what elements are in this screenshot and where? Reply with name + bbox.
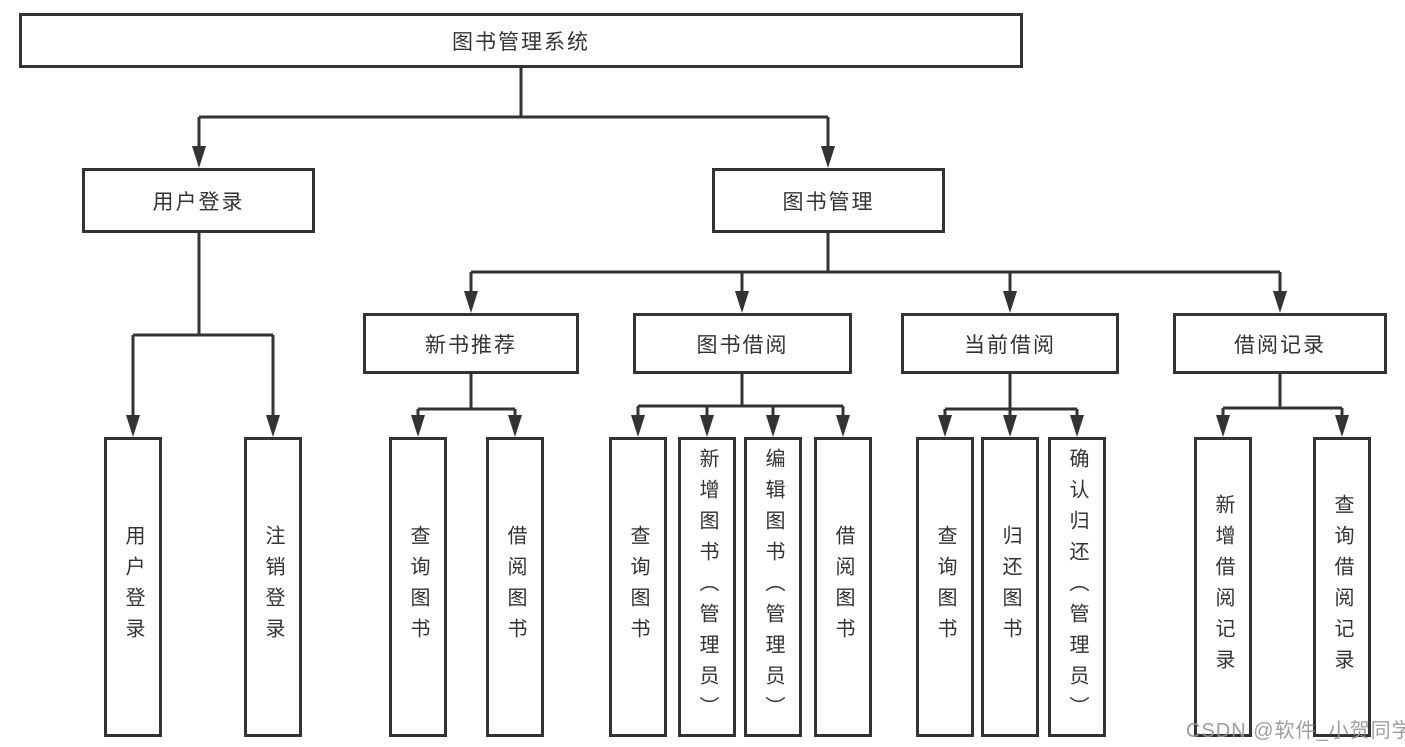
node-label: 新增图书（管理员） bbox=[696, 447, 718, 727]
node-borrow-records: 借阅记录 bbox=[1173, 313, 1387, 374]
leaf-logout: 注销登录 bbox=[244, 437, 302, 737]
leaf-query-borrow-record: 查询借阅记录 bbox=[1313, 437, 1371, 737]
leaf-user-login: 用户登录 bbox=[104, 437, 162, 737]
leaf-edit-books-admin: 编辑图书（管理员） bbox=[744, 437, 802, 737]
node-label: 用户登录 bbox=[122, 525, 144, 649]
node-label: 注销登录 bbox=[262, 525, 284, 649]
leaf-return-books: 归还图书 bbox=[981, 437, 1039, 737]
leaf-recommend-query-books: 查询图书 bbox=[389, 437, 447, 737]
node-label: 借阅图书 bbox=[832, 525, 854, 649]
node-label: 图书借阅 bbox=[696, 333, 789, 357]
leaf-recommend-borrow-books: 借阅图书 bbox=[486, 437, 544, 737]
csdn-watermark: CSDN @软件_小贺同学 bbox=[1186, 720, 1405, 742]
node-label: 新增借阅记录 bbox=[1212, 494, 1234, 680]
node-label: 新书推荐 bbox=[425, 333, 517, 357]
node-label: 借阅图书 bbox=[504, 525, 526, 649]
node-label: 归还图书 bbox=[999, 525, 1021, 649]
node-label: 当前借阅 bbox=[964, 333, 1056, 357]
node-book-borrowing: 图书借阅 bbox=[633, 313, 852, 374]
leaf-borrow-books: 借阅图书 bbox=[814, 437, 872, 737]
node-label: 确认归还（管理员） bbox=[1066, 447, 1088, 727]
node-label: 编辑图书（管理员） bbox=[762, 447, 784, 727]
node-current-borrowing: 当前借阅 bbox=[901, 313, 1119, 374]
node-library-system-root: 图书管理系统 bbox=[19, 13, 1023, 68]
leaf-current-query-books: 查询图书 bbox=[916, 437, 974, 737]
leaf-confirm-return-admin: 确认归还（管理员） bbox=[1048, 437, 1106, 737]
node-user-login: 用户登录 bbox=[82, 168, 315, 233]
node-label: 图书管理 bbox=[782, 190, 875, 214]
node-new-book-recommend: 新书推荐 bbox=[363, 313, 579, 374]
leaf-add-borrow-record: 新增借阅记录 bbox=[1194, 437, 1252, 737]
node-label: 查询借阅记录 bbox=[1331, 494, 1353, 680]
node-label: 借阅记录 bbox=[1234, 333, 1326, 357]
node-label: 用户登录 bbox=[152, 190, 245, 214]
node-label: 查询图书 bbox=[407, 525, 429, 649]
node-book-management: 图书管理 bbox=[712, 168, 945, 233]
node-label: 查询图书 bbox=[627, 525, 649, 649]
leaf-borrow-query-books: 查询图书 bbox=[609, 437, 667, 737]
node-label: 图书管理系统 bbox=[452, 30, 590, 54]
leaf-add-books-admin: 新增图书（管理员） bbox=[678, 437, 736, 737]
node-label: 查询图书 bbox=[934, 525, 956, 649]
